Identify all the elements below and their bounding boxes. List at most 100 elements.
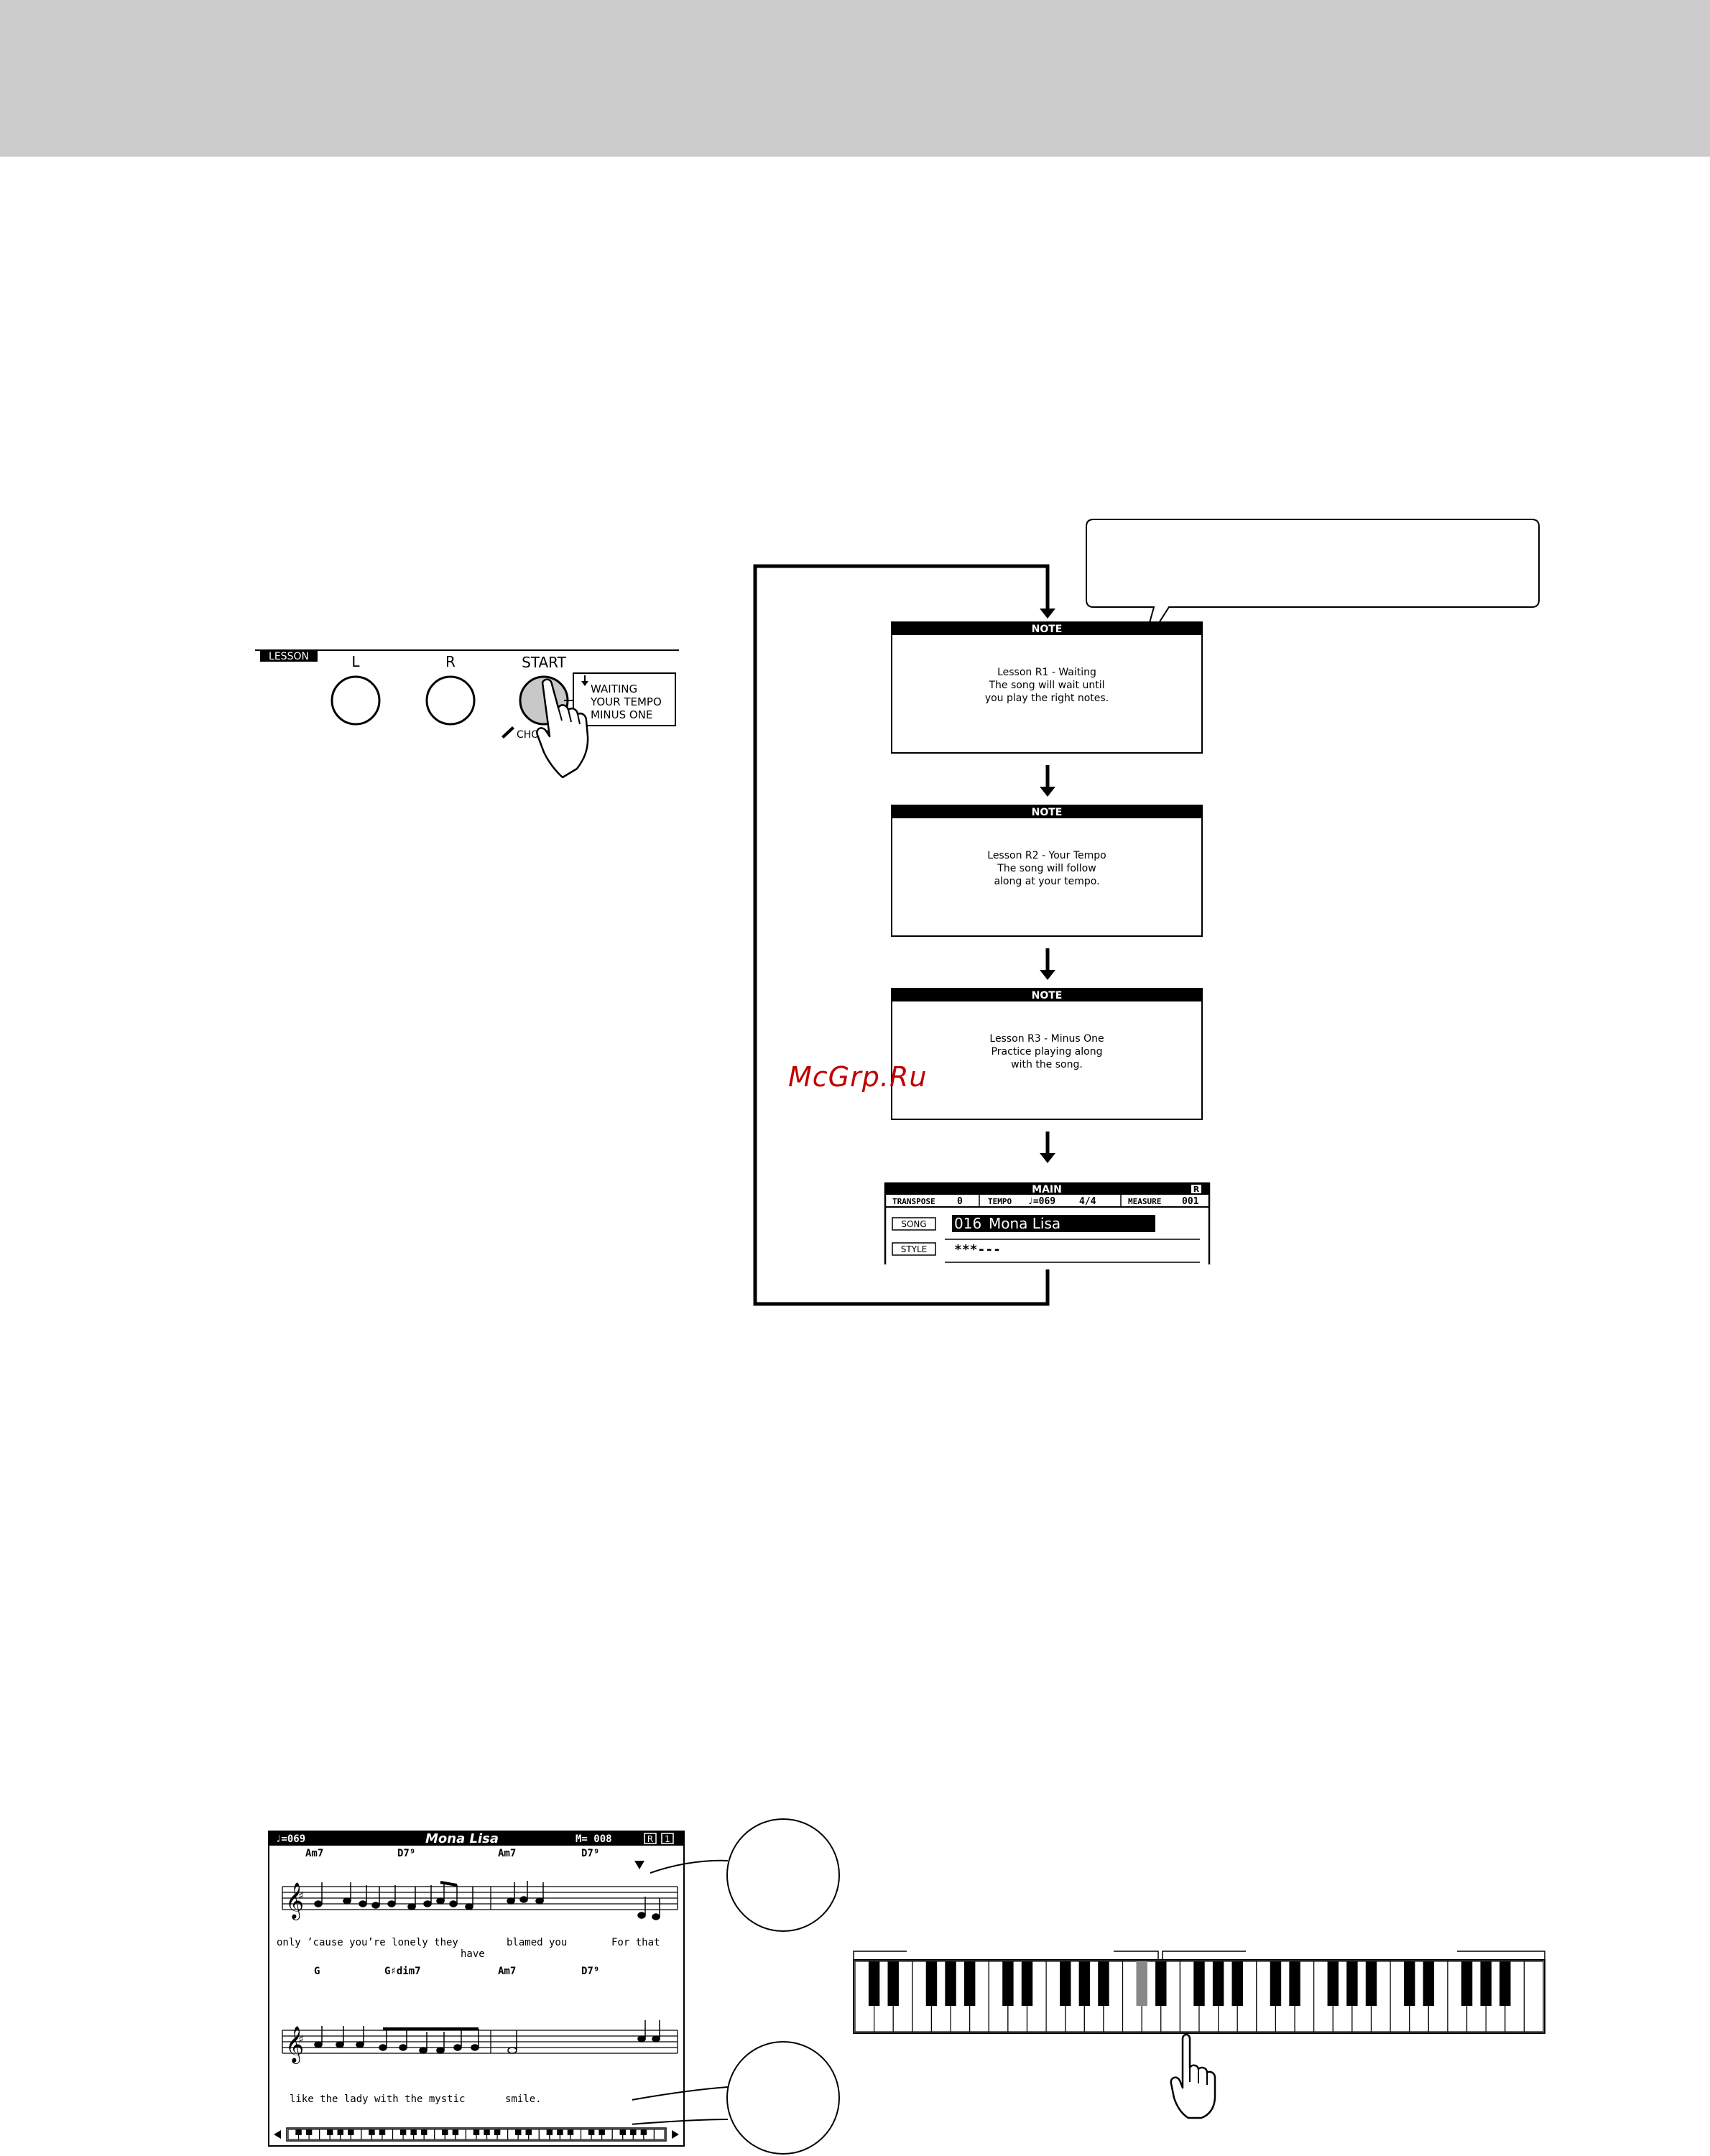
black-key — [945, 1961, 956, 2006]
black-key — [1327, 1961, 1339, 2006]
black-key — [369, 2129, 375, 2135]
tempo-label: TEMPO — [988, 1197, 1012, 1206]
black-key — [484, 2129, 490, 2135]
note-header: NOTE — [1032, 807, 1063, 818]
watermark: McGrp.Ru — [788, 1061, 928, 1093]
black-key — [305, 2129, 313, 2135]
start-label: START — [522, 654, 566, 671]
note-line: The song will wait until — [989, 680, 1105, 691]
lyric-text: like the lady with the mystic — [290, 2093, 465, 2105]
note-line: Lesson R1 - Waiting — [997, 667, 1096, 678]
black-key — [1289, 1961, 1300, 2006]
black-key — [868, 1961, 880, 2006]
black-key — [598, 2129, 605, 2135]
black-key — [1499, 1961, 1511, 2006]
note-line: Practice playing along — [992, 1046, 1103, 1058]
black-key — [588, 2129, 595, 2135]
song-tag: SONG — [901, 1219, 926, 1229]
black-key — [1136, 1961, 1147, 2006]
black-key — [1078, 1961, 1091, 2006]
song-name-field[interactable] — [952, 1215, 1155, 1232]
chord-symbol: D7⁹ — [581, 1966, 599, 1977]
black-key — [546, 2129, 553, 2135]
black-key — [619, 2129, 626, 2135]
mini-keyboard — [274, 2127, 679, 2142]
white-key — [653, 2129, 665, 2140]
scroll-right-icon — [672, 2130, 679, 2139]
black-key — [1155, 1961, 1167, 2006]
sharp-icon: ♯ — [298, 2032, 304, 2046]
arrow-down-icon — [1040, 1153, 1055, 1163]
score-title: Mona Lisa — [425, 1831, 499, 1846]
song-name: Mona Lisa — [989, 1215, 1060, 1232]
loop-line — [753, 564, 1050, 1306]
black-key — [640, 2129, 647, 2135]
callout-circle-top — [726, 1818, 840, 1932]
lyric-text: blamed you — [507, 1937, 567, 1948]
black-key — [515, 2129, 522, 2135]
note-line: you play the right notes. — [985, 693, 1109, 704]
lyric-text: have — [461, 1948, 485, 1960]
arrow-down-icon — [1040, 970, 1055, 980]
black-key — [1365, 1961, 1377, 2006]
black-key — [963, 1961, 976, 2006]
black-key — [1404, 1961, 1415, 2006]
black-key — [410, 2129, 417, 2135]
black-key — [1212, 1961, 1224, 2006]
black-key — [1060, 1961, 1071, 2006]
black-key — [557, 2129, 563, 2135]
notes-line-1 — [314, 1881, 660, 1920]
black-key — [1480, 1961, 1492, 2006]
note-display-r3: NOTE Lesson R3 - Minus One Practice play… — [891, 988, 1203, 1120]
note-line: with the song. — [1011, 1059, 1083, 1070]
black-key — [337, 2129, 343, 2135]
sharp-icon: ♯ — [298, 1889, 304, 1902]
keyboard-illustration — [853, 1951, 1545, 2119]
black-key — [1461, 1961, 1473, 2006]
notes-line-2 — [314, 2020, 660, 2054]
black-key — [379, 2129, 386, 2135]
chord-symbol: Am7 — [305, 1848, 323, 1859]
lesson-label: LESSON — [269, 651, 309, 662]
note-line: along at your tempo. — [994, 876, 1099, 887]
black-key — [452, 2129, 459, 2135]
chord-symbol: G — [314, 1966, 320, 1977]
black-key — [1346, 1961, 1358, 2006]
chord-symbol: Am7 — [498, 1966, 516, 1977]
callout-circle-bottom — [726, 2041, 840, 2155]
score-display: ♩=069 Mona Lisa M= 008 R 1 Am7 D7⁹ Am7 D… — [268, 1831, 685, 2147]
arrow-down-icon — [1040, 787, 1055, 797]
black-key — [1423, 1961, 1435, 2006]
black-key — [887, 1961, 899, 2006]
arrow-down-icon — [1040, 609, 1055, 619]
chord-symbol: Am7 — [498, 1848, 516, 1859]
black-key — [348, 2129, 354, 2135]
main-display: MAIN R TRANSPOSE 0 TEMPO ♩=069 4/4 MEASU… — [884, 1182, 1211, 1264]
score-badge-1: 1 — [665, 1834, 670, 1844]
transpose-label: TRANSPOSE — [892, 1197, 935, 1206]
header-band — [0, 0, 1710, 157]
l-label: L — [351, 653, 360, 670]
black-key — [1193, 1961, 1205, 2006]
lyric-text: For that — [611, 1937, 660, 1948]
black-key — [630, 2129, 637, 2135]
treble-clef-icon: 𝄞 — [285, 2026, 304, 2064]
cursor-marker-icon — [634, 1861, 644, 1869]
r-button[interactable] — [425, 675, 476, 726]
scroll-left-icon — [274, 2130, 281, 2139]
black-key — [327, 2129, 333, 2135]
song-number: 016 — [954, 1215, 981, 1232]
mode-waiting: WAITING — [591, 683, 637, 695]
note-header: NOTE — [1032, 624, 1063, 635]
lesson-panel: LESSON L R START CHORD WAITING YOUR TEMP… — [255, 649, 679, 779]
chord-symbol: D7⁹ — [397, 1848, 415, 1859]
l-button[interactable] — [331, 675, 381, 726]
score-badge-r: R — [647, 1834, 653, 1844]
lyric-text: smile. — [505, 2093, 542, 2105]
r-badge: R — [1193, 1185, 1200, 1194]
black-key — [399, 2129, 407, 2135]
callout-leaders — [632, 1818, 840, 2155]
tempo-value: ♩=069 — [1027, 1196, 1055, 1207]
black-key — [421, 2129, 428, 2135]
note-display-r2: NOTE Lesson R2 - Your Tempo The song wil… — [891, 805, 1203, 937]
